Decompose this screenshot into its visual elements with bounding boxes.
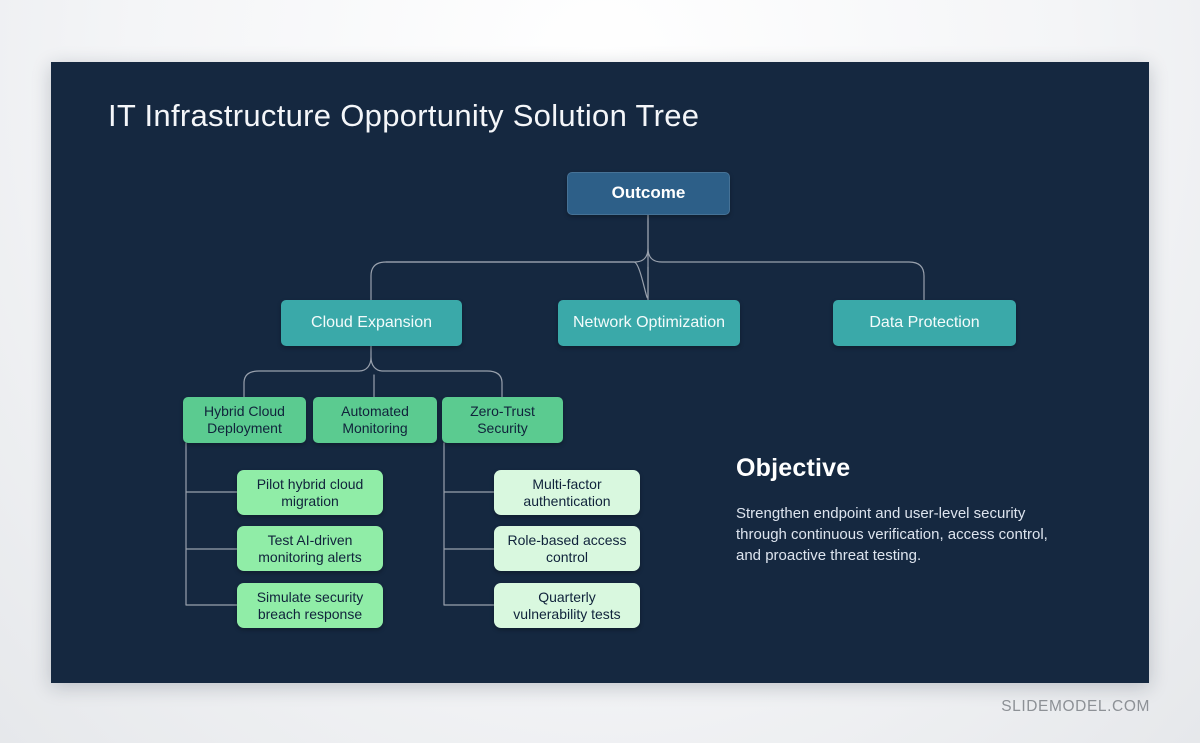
- tree-node-data-protection-label: Data Protection: [869, 314, 980, 332]
- connector-cloud-brace: [243, 345, 503, 398]
- tree-node-multi-factor-authentication: Multi-factor authentication: [494, 470, 640, 515]
- tree-node-quarterly-vulnerability-tests: Quarterly vulnerability tests: [494, 583, 640, 628]
- tree-node-network-optimization: Network Optimization: [558, 300, 740, 346]
- objective-section: Objective Strengthen endpoint and user-l…: [736, 454, 1066, 566]
- connector-brace-top: [370, 214, 925, 301]
- tree-node-data-protection: Data Protection: [833, 300, 1016, 346]
- tree-node-simulate-security-breach-response-label: Simulate security breach response: [256, 588, 364, 622]
- tree-node-pilot-hybrid-cloud-migration-label: Pilot hybrid cloud migration: [256, 475, 364, 509]
- tree-node-zero-trust-security-label: Zero-Trust Security: [470, 403, 535, 436]
- tree-node-network-optimization-label: Network Optimization: [572, 314, 726, 332]
- tree-node-cloud-expansion: Cloud Expansion: [281, 300, 462, 346]
- objective-heading: Objective: [736, 454, 851, 482]
- connector-outcome-stem: [385, 214, 649, 299]
- objective-body: Strengthen endpoint and user-level secur…: [736, 505, 1048, 564]
- tree-node-test-ai-driven-monitoring-alerts-label: Test AI-driven monitoring alerts: [258, 531, 362, 565]
- tree-node-outcome: Outcome: [567, 172, 730, 215]
- slide-canvas: IT Infrastructure Opportunity Solution T…: [51, 62, 1149, 683]
- tree-node-role-based-access-control-label: Role-based access control: [507, 531, 627, 565]
- tree-node-simulate-security-breach-response: Simulate security breach response: [237, 583, 383, 628]
- tree-node-hybrid-cloud-deployment: Hybrid Cloud Deployment: [183, 397, 306, 443]
- tree-node-test-ai-driven-monitoring-alerts: Test AI-driven monitoring alerts: [237, 526, 383, 571]
- tree-node-quarterly-vulnerability-tests-label: Quarterly vulnerability tests: [513, 588, 621, 622]
- slide-title: IT Infrastructure Opportunity Solution T…: [108, 98, 700, 133]
- tree-node-hybrid-cloud-deployment-label: Hybrid Cloud Deployment: [204, 403, 285, 436]
- tree-node-cloud-expansion-label: Cloud Expansion: [311, 314, 432, 332]
- tree-node-pilot-hybrid-cloud-migration: Pilot hybrid cloud migration: [237, 470, 383, 515]
- tree-node-role-based-access-control: Role-based access control: [494, 526, 640, 571]
- tree-node-automated-monitoring-label: Automated Monitoring: [341, 403, 409, 436]
- tree-node-automated-monitoring: Automated Monitoring: [313, 397, 437, 443]
- tree-node-zero-trust-security: Zero-Trust Security: [442, 397, 563, 443]
- slidemodel-watermark: SLIDEMODEL.COM: [1001, 698, 1150, 715]
- tree-connectors: [185, 214, 925, 606]
- connector-hybrid-experiments: [185, 442, 238, 606]
- tree-node-multi-factor-authentication-label: Multi-factor authentication: [523, 475, 611, 509]
- connector-zerotrust-experiments: [443, 442, 495, 606]
- tree-node-outcome-label: Outcome: [611, 183, 686, 203]
